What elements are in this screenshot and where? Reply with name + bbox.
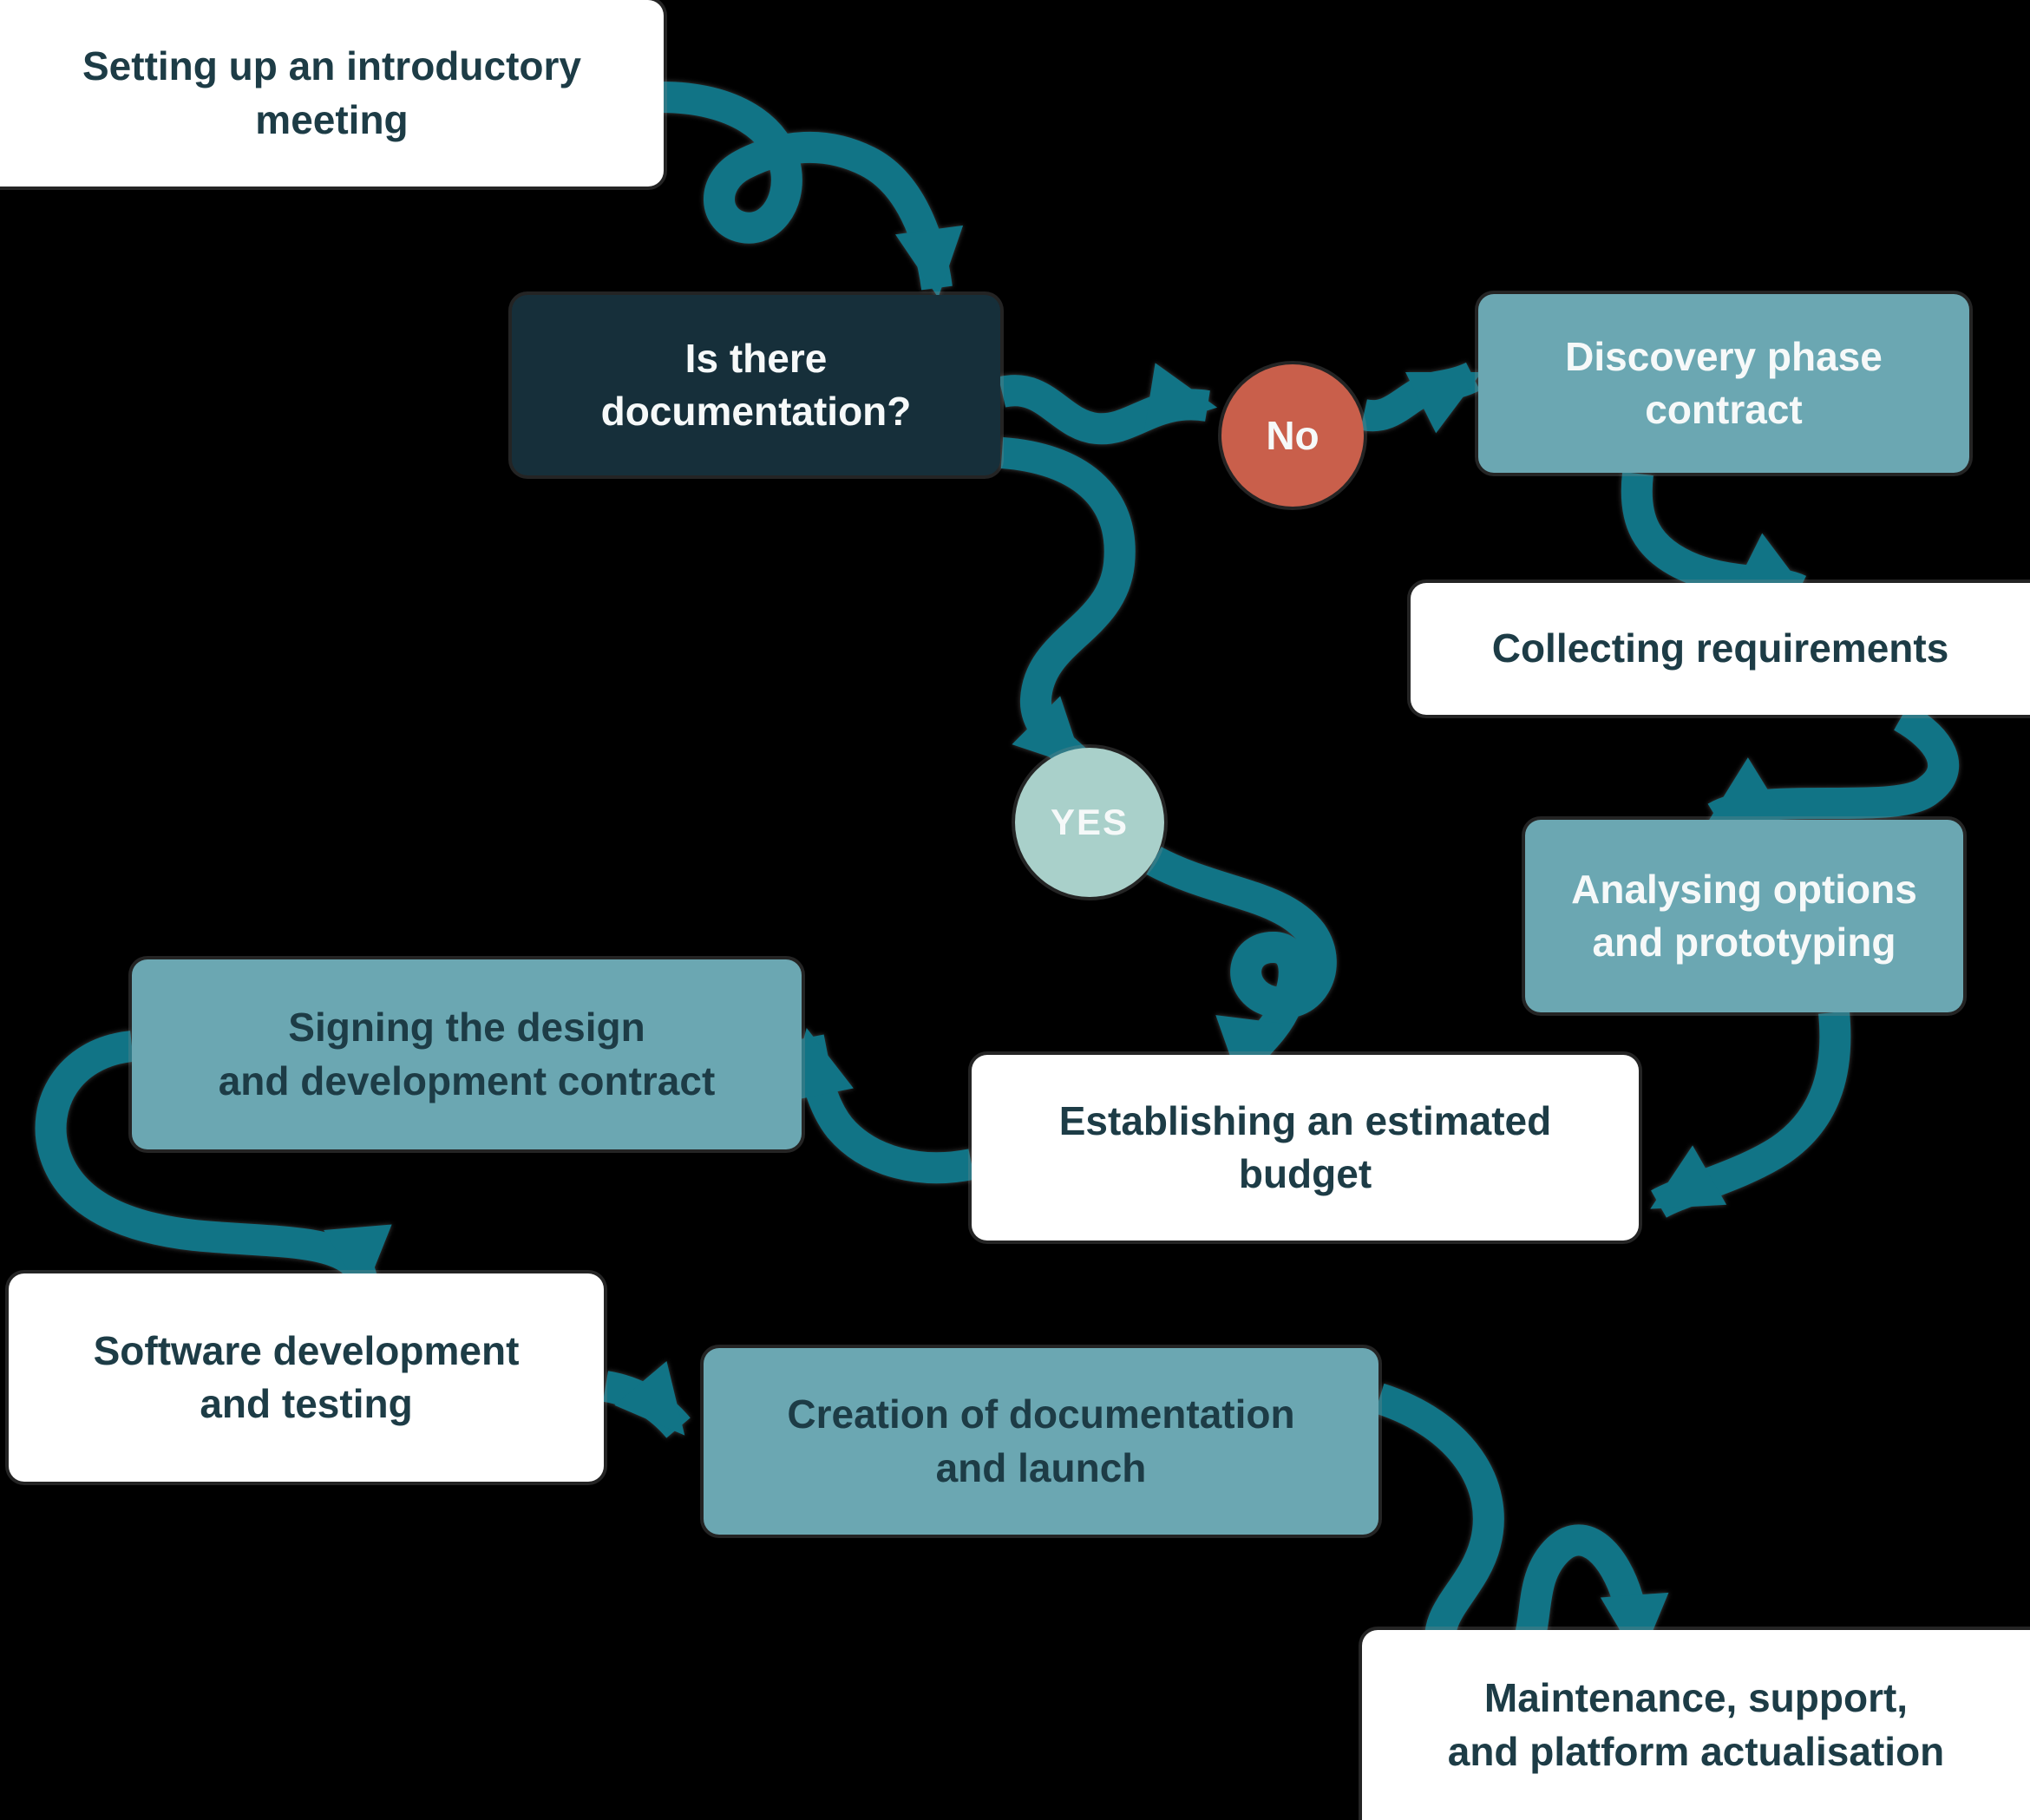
edge-collecting-to-analysing [1707,703,1960,832]
edge-signing-to-software [35,1031,392,1296]
edge-discovery-to-collecting [1621,471,1809,605]
node-software-development-and-testing: Software development and testing [9,1273,604,1482]
node-signing-design-development-contract: Signing the design and development contr… [132,959,802,1149]
node-discovery-phase-contract: Discovery phase contract [1478,294,1969,473]
edge-question-to-no [998,363,1218,445]
node-analysing-options-and-prototyping: Analysing options and prototyping [1525,820,1963,1012]
edge-budget-to-signing [786,1027,975,1184]
edge-yes-to-budget [1146,847,1337,1088]
node-maintenance-support-platform-actualisation: Maintenance, support, and platform actua… [1362,1630,2030,1820]
node-creation-of-documentation-and-launch: Creation of documentation and launch [704,1348,1378,1535]
edge-question-to-yes [1000,437,1136,774]
decision-badge-yes: YES [1015,748,1164,897]
node-collecting-requirements: Collecting requirements [1411,583,2030,715]
decision-badge-no: No [1221,364,1364,507]
edge-software-to-creation [602,1361,691,1438]
edge-analysing-to-budget [1650,1011,1851,1218]
edge-intro-to-question [660,82,964,298]
edge-no-to-discovery [1360,362,1483,434]
node-setting-up-introductory-meeting: Setting up an introductory meeting [0,0,664,187]
node-is-there-documentation: Is there documentation? [512,295,1000,475]
node-establishing-estimated-budget: Establishing an estimated budget [972,1055,1639,1241]
